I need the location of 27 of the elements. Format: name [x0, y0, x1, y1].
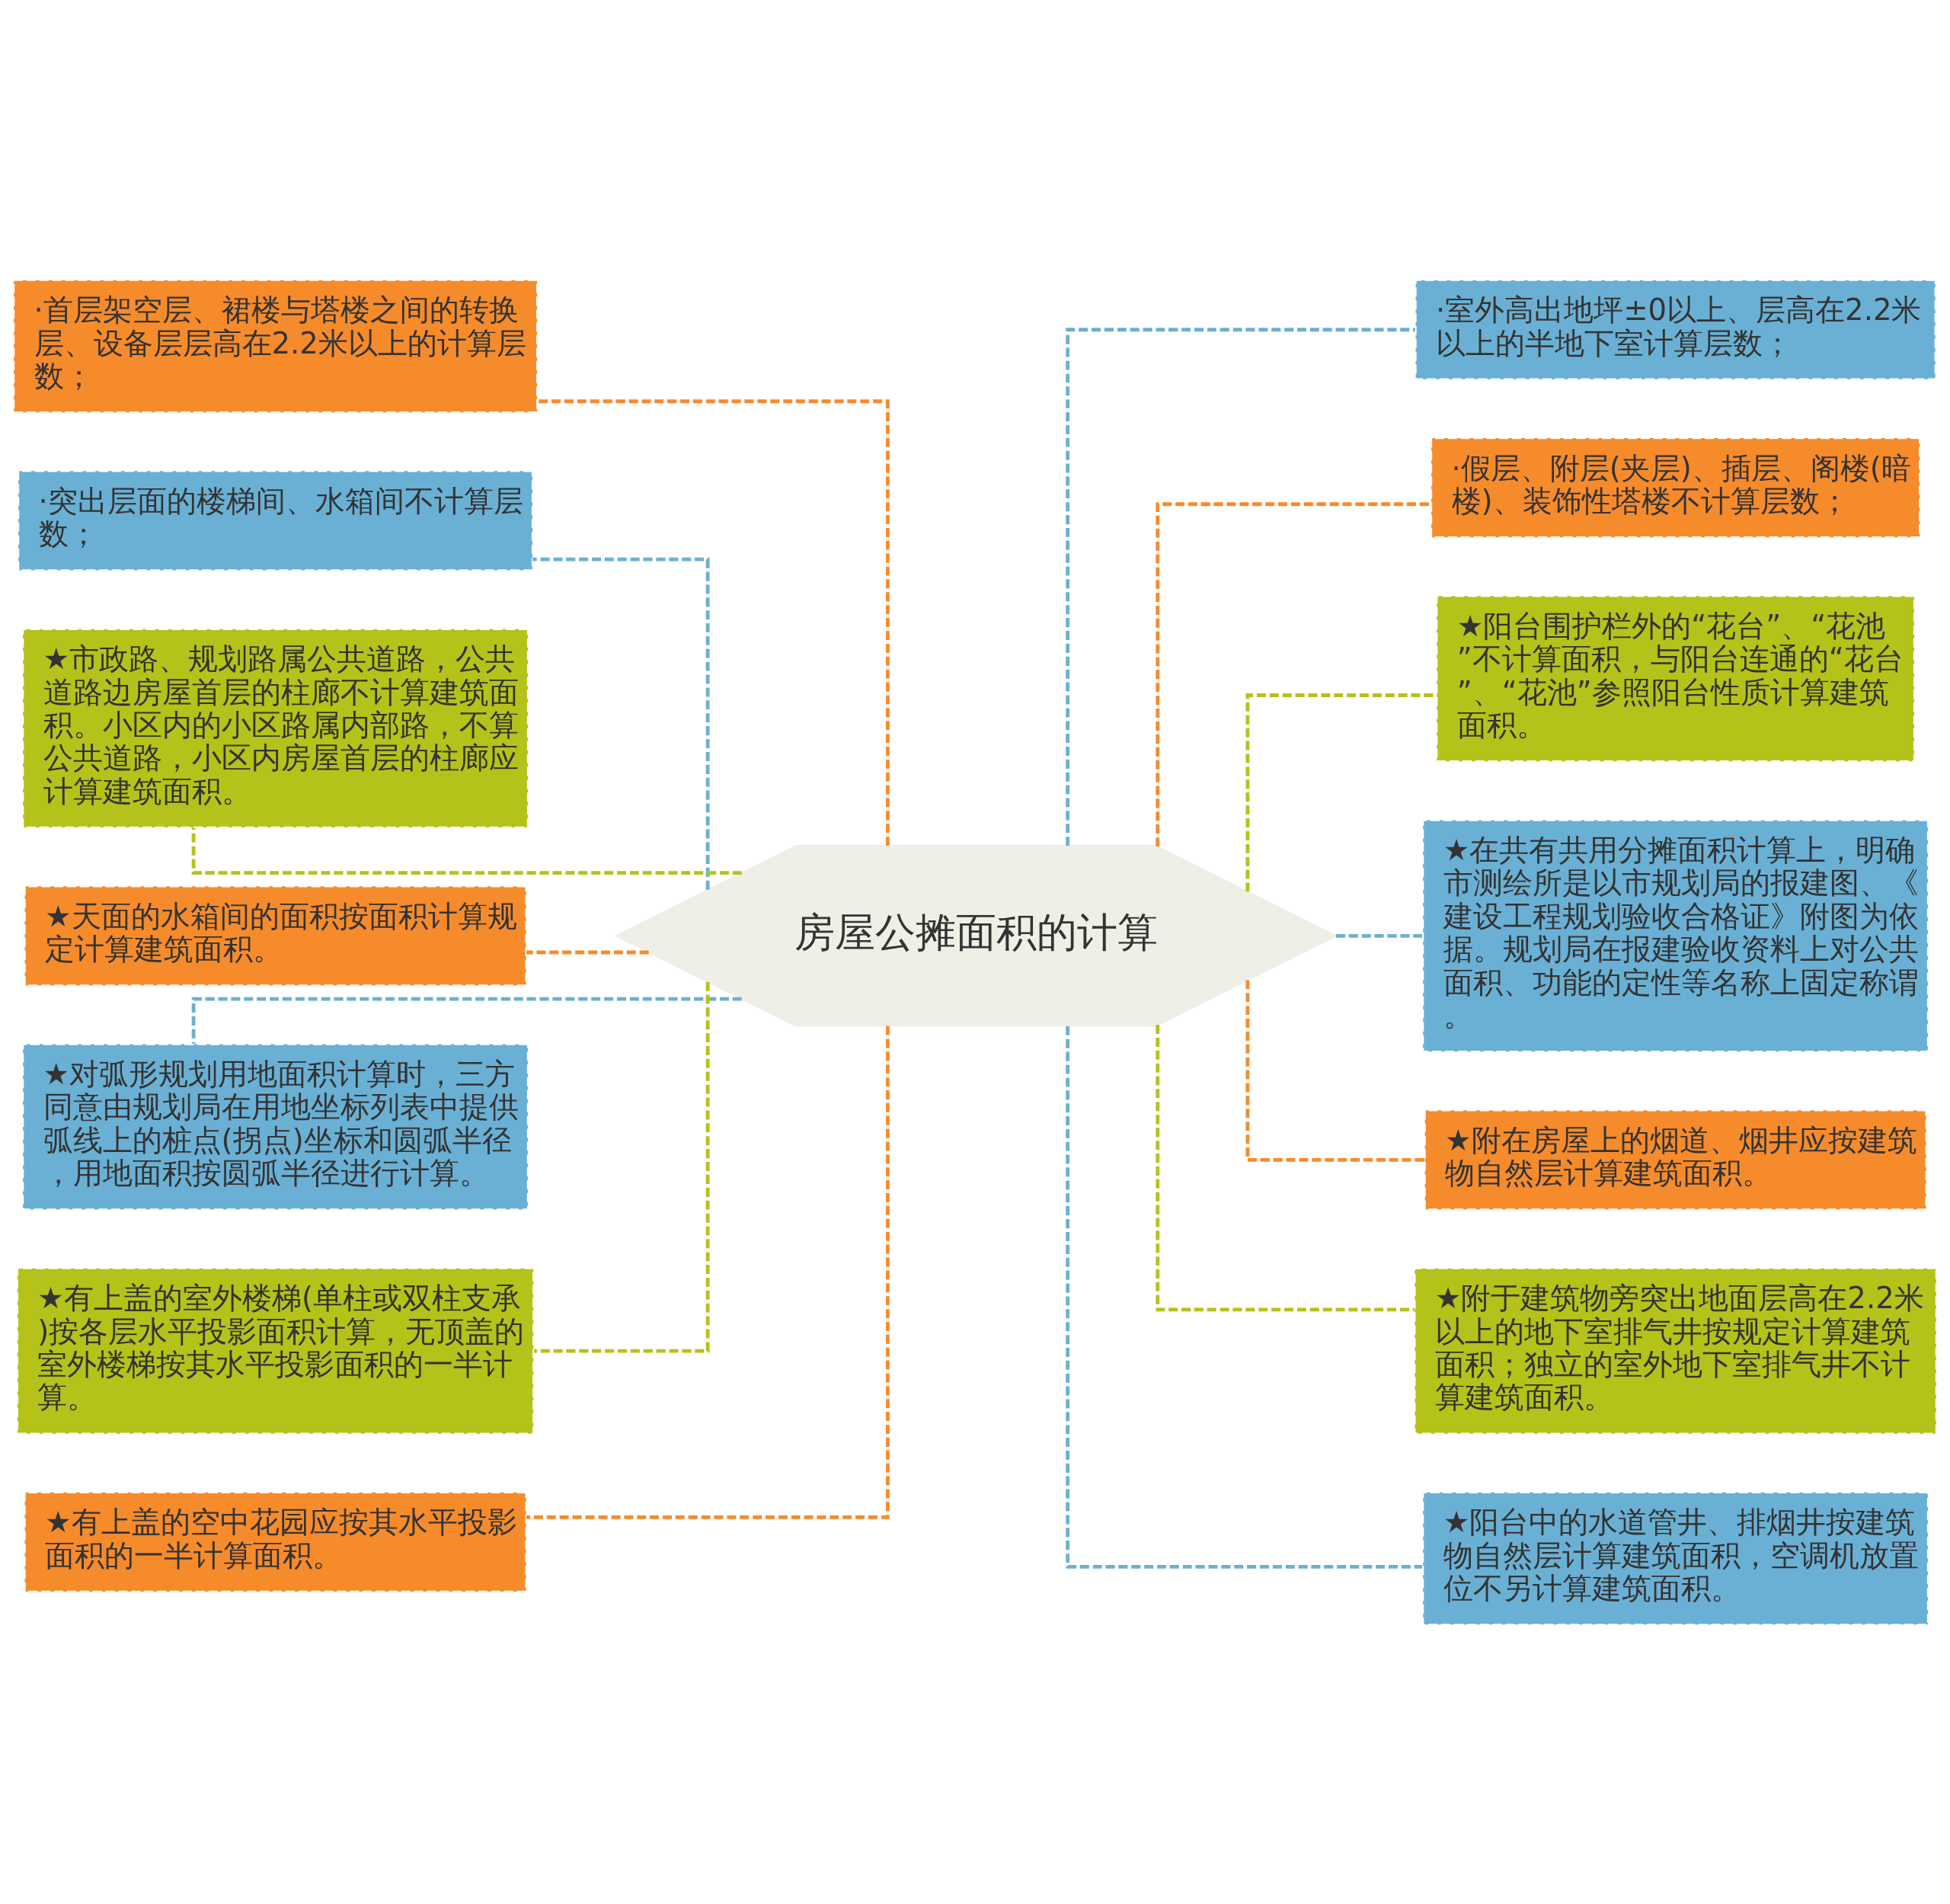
connector — [1066, 327, 1415, 846]
connector — [526, 950, 649, 954]
connector — [1245, 979, 1425, 1162]
node-box: ★附于建筑物旁突出地面层高在2.2米以上的地下室排气井按规定计算建筑面积；独立的室外地下室排气井不计算建筑面积。 — [1414, 1266, 1938, 1435]
node-box: ·假层、附层(夹层)、插层、阁楼(暗楼)、装饰性塔楼不计算层数； — [1430, 437, 1921, 538]
connector — [537, 398, 890, 846]
node-box: ★天面的水箱间的面积按面积计算规定计算建筑面积。 — [24, 885, 527, 987]
node-box: ★附在房屋上的烟道、烟井应按建筑物自然层计算建筑面积。 — [1424, 1109, 1927, 1211]
node-box: ·首层架空层、裙楼与塔楼之间的转换层、设备层层高在2.2米以上的计算层数； — [12, 278, 539, 413]
connector — [191, 997, 742, 1044]
node-box: ·突出层面的楼梯间、水箱间不计算层数； — [17, 469, 534, 571]
node-box: ★阳台中的水道管井、排烟井按建筑物自然层计算建筑面积，空调机放置位不另计算建筑面积。 — [1421, 1491, 1929, 1626]
node-box: ★市政路、规划路属公共道路，公共道路边房屋首层的柱廊不计算建筑面积。小区内的小区路属内部路，不算公共道路，小区内房屋首层的柱廊应计算建筑面积。 — [21, 628, 529, 828]
node-box: ★有上盖的室外楼梯(单柱或双柱支承)按各层水平投影面积计算，无顶盖的室外楼梯按其水平投影面积的一半计算。 — [16, 1266, 535, 1435]
node-box: ·室外高出地坪±0以上、层高在2.2米以上的半地下室计算层数； — [1415, 278, 1936, 380]
connector — [532, 557, 710, 890]
connector — [191, 827, 742, 875]
node-box: ★对弧形规划用地面积计算时，三方同意由规划局在用地坐标列表中提供弧线上的桩点(拐点)坐标和圆弧半径，用地面积按圆弧半径进行计算。 — [21, 1042, 529, 1211]
node-box: ★有上盖的空中花园应按其水平投影面积的一半计算面积。 — [24, 1491, 527, 1592]
node-box: ★阳台围护栏外的“花台”、“花池”不计算面积，与阳台连通的“花台”、“花池”参照阳台性质计算建筑面积。 — [1436, 594, 1916, 762]
connector — [1156, 501, 1431, 846]
node-box: ★在共有共用分摊面积计算上，明确市测绘所是以市规划局的报建图、《建设工程规划验收合格证》附图为依据。规划局在报建验收资料上对公共面积、功能的定性等名称上固定称谓。 — [1421, 818, 1929, 1052]
connector — [526, 1026, 890, 1519]
connector — [1066, 1026, 1422, 1569]
connector — [1156, 1024, 1415, 1311]
connector — [1335, 933, 1423, 938]
connector — [533, 981, 710, 1353]
